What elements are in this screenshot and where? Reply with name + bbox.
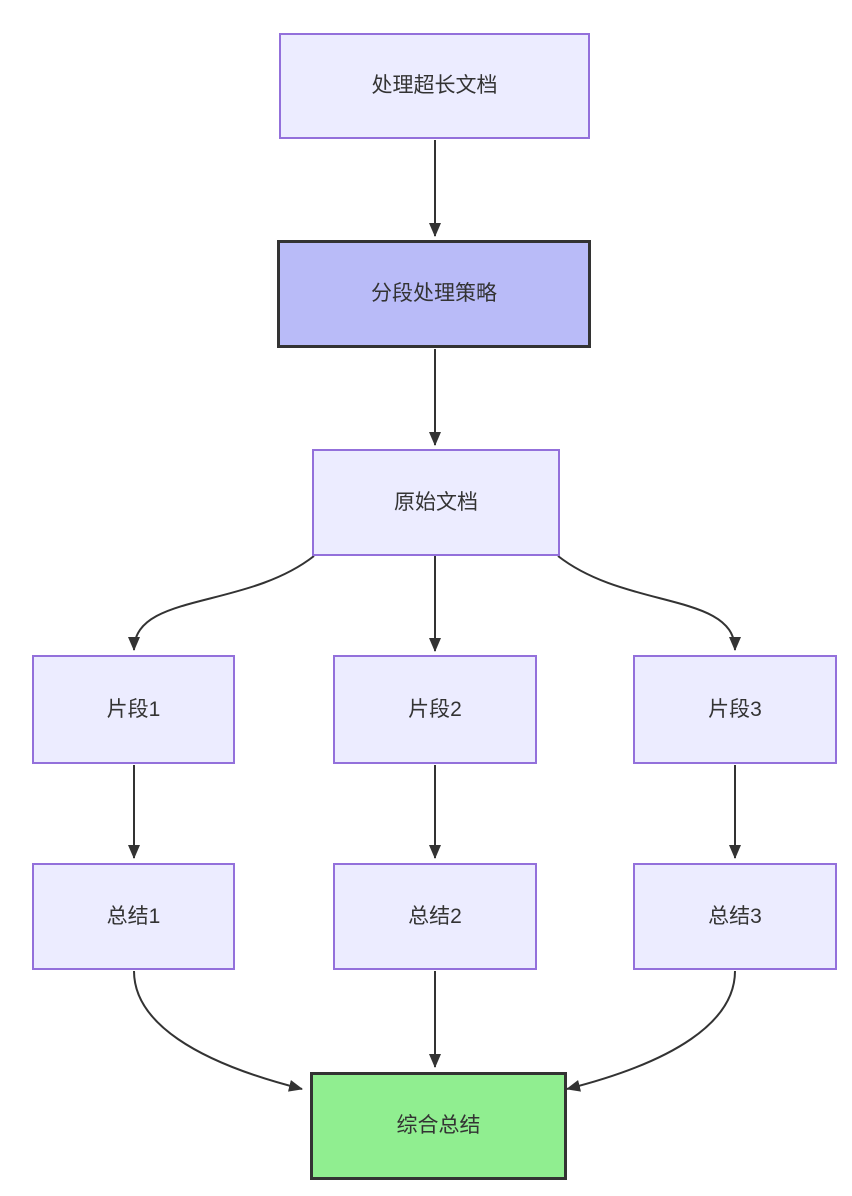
- edge-summary3-to-final: [566, 970, 736, 1092]
- node-process-long-document: 处理超长文档: [279, 33, 590, 139]
- node-summary-3: 总结3: [633, 863, 837, 970]
- node-label: 综合总结: [396, 1114, 481, 1138]
- node-segmentation-strategy: 分段处理策略: [277, 240, 591, 348]
- node-summary-2: 总结2: [333, 863, 537, 970]
- node-label: 片段2: [408, 697, 462, 721]
- node-label: 片段3: [708, 697, 762, 721]
- edge-summary1-to-final: [133, 970, 303, 1092]
- node-fragment-3: 片段3: [633, 655, 837, 764]
- node-summary-1: 总结1: [32, 863, 235, 970]
- node-label: 分段处理策略: [371, 282, 497, 306]
- node-final-summary: 综合总结: [310, 1072, 567, 1180]
- node-fragment-2: 片段2: [333, 655, 537, 764]
- edge-original-to-fragment3: [557, 555, 741, 651]
- node-fragment-1: 片段1: [32, 655, 235, 764]
- node-label: 片段1: [106, 697, 161, 721]
- node-label: 总结1: [106, 904, 161, 928]
- node-label: 原始文档: [394, 490, 478, 514]
- node-label: 总结3: [708, 904, 762, 928]
- node-original-document: 原始文档: [312, 449, 560, 556]
- edge-original-to-fragment1: [128, 555, 315, 651]
- node-label: 处理超长文档: [371, 74, 498, 98]
- node-label: 总结2: [408, 904, 462, 928]
